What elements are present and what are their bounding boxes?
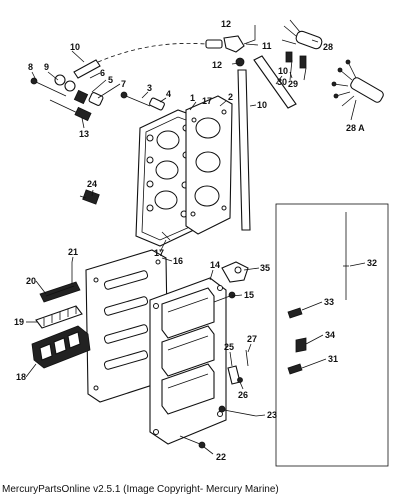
callout-15: 15 (244, 290, 254, 300)
callout-13: 13 (79, 129, 89, 139)
callout-20: 20 (26, 276, 36, 286)
overheat-hose[interactable] (253, 55, 297, 109)
callout-8: 8 (28, 62, 33, 72)
callout-10: 10 (70, 42, 80, 52)
bracket-25[interactable] (227, 349, 249, 385)
reed-block[interactable] (31, 325, 91, 369)
callout-17: 17 (202, 96, 212, 106)
bolt-22[interactable] (179, 435, 206, 449)
callout-21: 21 (68, 247, 78, 257)
callout-34: 34 (325, 330, 335, 340)
callout-23: 23 (267, 410, 277, 420)
callout-7: 7 (121, 79, 126, 89)
fitting-33[interactable] (287, 307, 303, 319)
callout-16: 16 (173, 256, 183, 266)
bolt-15[interactable] (213, 291, 236, 303)
callout-14: 14 (210, 260, 220, 270)
reed-block-assembly[interactable] (149, 277, 227, 445)
fitting-31[interactable] (287, 363, 303, 375)
water-hose[interactable] (237, 69, 251, 231)
callout-1: 1 (190, 93, 195, 103)
callout-26: 26 (238, 390, 248, 400)
leader-lines (25, 25, 366, 455)
callout-35: 35 (260, 263, 270, 273)
temperature-sender[interactable] (281, 19, 323, 81)
callout-3: 3 (147, 83, 152, 93)
callout-19: 19 (14, 317, 24, 327)
fitting-34[interactable] (295, 337, 307, 353)
reed-stop[interactable] (39, 281, 81, 303)
callout-25: 25 (224, 342, 234, 352)
callout-numbers: 12 11 12 10 8 9 6 5 7 13 3 4 1 17 2 10 1… (14, 19, 377, 462)
elbow-fitting[interactable] (223, 35, 245, 67)
stud-17[interactable] (161, 231, 171, 241)
cylinder-head-gasket[interactable] (185, 95, 233, 235)
thermostat-bolts[interactable] (30, 74, 165, 122)
callout-31: 31 (328, 354, 338, 364)
callout-29: 29 (288, 79, 298, 89)
bolt-23[interactable] (218, 405, 257, 417)
callout-22: 22 (216, 452, 226, 462)
wiring-harness[interactable] (331, 59, 385, 107)
callout-28: 28 (323, 42, 333, 52)
callout-2: 2 (228, 92, 233, 102)
callout-10: 10 (278, 66, 288, 76)
inset-box (275, 203, 389, 467)
callout-9: 9 (44, 62, 49, 72)
tube-32[interactable] (343, 212, 349, 300)
reed-block-gasket[interactable] (85, 249, 169, 403)
callout-6: 6 (100, 68, 105, 78)
callout-11: 11 (262, 41, 272, 51)
callout-10: 10 (257, 100, 267, 110)
cylinder-head-cover[interactable] (135, 109, 201, 247)
copyright-footer: MercuryPartsOnline v2.5.1 (Image Copyrig… (2, 484, 279, 495)
callout-28a: 28 A (346, 123, 365, 133)
reed-petals[interactable] (35, 305, 83, 329)
callout-18: 18 (16, 372, 26, 382)
callout-12: 12 (212, 60, 222, 70)
callout-27: 27 (247, 334, 257, 344)
callout-32: 32 (367, 258, 377, 268)
bypass-hose[interactable] (73, 39, 223, 79)
callout-17: 17 (154, 248, 164, 258)
callout-12: 12 (221, 19, 231, 29)
callout-5: 5 (108, 75, 113, 85)
fitting-35[interactable] (221, 261, 249, 283)
callout-4: 4 (166, 89, 171, 99)
fitting-24[interactable] (79, 189, 100, 205)
callout-33: 33 (324, 297, 334, 307)
callout-30: 30 (277, 77, 287, 87)
callout-24: 24 (87, 179, 97, 189)
